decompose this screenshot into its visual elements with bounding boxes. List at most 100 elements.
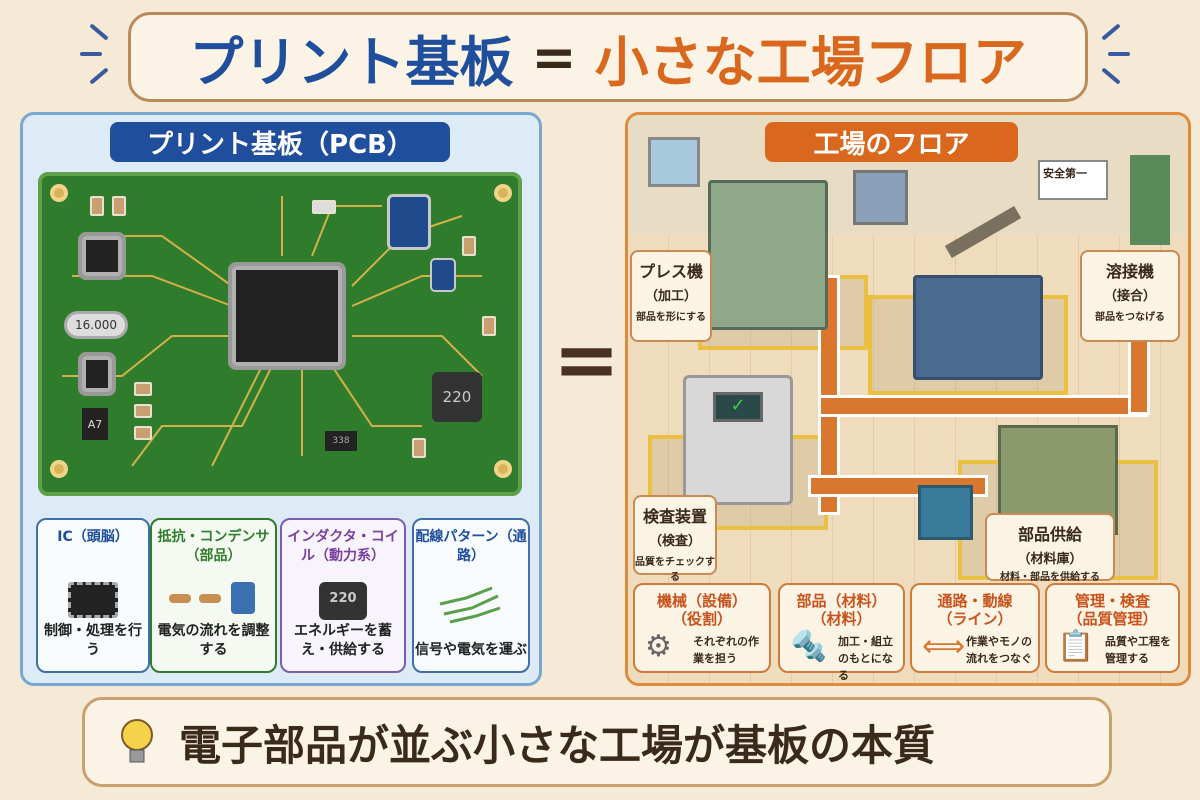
label-desc: 品質をチェックする [635,557,715,583]
bolt-icon: 🔩 [790,629,828,664]
card-desc: 信号や電気を運ぶ [415,642,527,659]
card-title: 抵抗・コンデンサ（部品） [157,529,270,564]
walkway [818,395,1148,417]
lightbulb-icon [121,719,153,763]
inspection-machine: ✓ [683,375,793,505]
main-ic-chip [232,266,342,366]
capacitor-large [387,194,431,250]
card-desc: 加工・組立のもとになる [838,635,893,683]
resistor-capacitor-icon [168,582,259,614]
card-title: 配線パターン（通路） [415,529,527,564]
card-machines: 機械（設備）（役割）⚙ それぞれの作業を担う [633,583,771,673]
conclusion-banner: 電子部品が並ぶ小さな工場が基板の本質 [82,697,1112,787]
welding-machine [913,275,1043,380]
card-title: IC（頭脳） [57,529,129,545]
card-desc: 品質や工程を管理する [1105,635,1171,666]
factory-header: 工場のフロア [765,122,1018,162]
card-sub: （品質管理） [1067,610,1158,629]
crystal-oscillator: 16.000 [64,311,128,339]
component [312,200,336,214]
label-sub: （材料庫） [1017,552,1083,567]
trace-pattern [62,196,483,467]
label-desc: 部品を形にする [635,312,707,323]
safety-sign: 安全第一 [1038,160,1108,200]
card-title: インダクタ・コイル（動力系） [287,529,399,564]
title-right: 小さな工場フロア [594,30,1027,94]
label-desc: 材料・部品を供給する [1000,572,1100,583]
trace-icon [439,586,501,624]
accent-mark [89,67,109,85]
card-parts: 部品（材料）（材料）🔩 加工・組立のもとになる [778,583,905,682]
card-desc: エネルギーを蓄え・供給する [294,622,392,659]
inductor: 220 [432,372,482,422]
pcb-header: プリント基板（PCB） [110,122,450,162]
mounting-hole [494,460,512,478]
parts-cart [918,485,973,540]
check-icon: ✓ [713,392,763,422]
accent-mark [1101,23,1121,41]
page-title: プリント基板 = 小さな工場フロア [128,12,1088,102]
card-ic: IC（頭脳） 制御・処理を行う [36,518,150,673]
label-title: 溶接機 [1105,262,1154,281]
clipboard-icon: 📋 [1057,629,1095,664]
accent-mark [1108,52,1130,56]
press-machine [708,180,828,330]
pcb-illustration: 16.000 A7 220 338 [38,172,522,496]
resistor [462,236,476,256]
card-wiring: 配線パターン（通路） 信号や電気を運ぶ [412,518,530,673]
card-title: 機械（設備） [656,592,747,610]
label-sub: （検査） [648,534,701,549]
resistor [90,196,104,216]
label-sub: （加工） [644,289,697,304]
resistor [134,404,152,418]
accent-mark [89,23,109,41]
mounting-hole [50,184,68,202]
double-arrow-icon: ⟺ [922,629,966,664]
resistor [134,382,152,396]
mounting-hole [50,460,68,478]
card-title: 通路・動線 [937,592,1013,610]
card-title: 管理・検査 [1074,592,1150,610]
title-left: プリント基板 [189,30,514,94]
card-resistor-capacitor: 抵抗・コンデンサ（部品） 電気の流れを調整する [150,518,277,673]
resistor [134,426,152,440]
ic-chip [82,356,112,392]
resistor [412,438,426,458]
label-press: プレス機 （加工） 部品を形にする [630,250,712,342]
card-management: 管理・検査（品質管理）📋 品質や工程を管理する [1045,583,1180,673]
label-title: 部品供給 [1017,525,1082,544]
card-desc: 制御・処理を行う [44,622,142,659]
accent-mark [1101,67,1121,85]
gear-icon: ⚙ [645,629,672,664]
accent-mark [80,52,102,56]
conclusion-text: 電子部品が並ぶ小さな工場が基板の本質 [179,720,936,770]
shelf [853,170,908,225]
label-desc: 部品をつなげる [1095,312,1165,323]
card-desc: それぞれの作業を担う [693,635,759,666]
card-desc: 電気の流れを調整する [157,622,270,659]
card-sub: （役割） [671,610,732,629]
label-welder: 溶接機 （接合） 部品をつなげる [1080,250,1180,342]
door [1130,155,1170,245]
card-inductor: インダクタ・コイル（動力系） 220 エネルギーを蓄え・供給する [280,518,406,673]
card-walkway: 通路・動線（ライン）⟺作業やモノの流れをつなぐ [910,583,1040,673]
card-desc: 作業やモノの流れをつなぐ [966,635,1032,666]
equals-sign: = [553,313,621,406]
resistor [112,196,126,216]
window [648,137,700,187]
label-title: 検査装置 [642,507,707,526]
label-title: プレス機 [638,262,703,281]
card-title: 部品（材料） [796,592,887,610]
ic-chip [82,236,122,276]
title-equals: = [531,25,577,89]
small-chip: A7 [82,408,108,440]
resistor [482,316,496,336]
card-sub: （材料） [811,610,872,629]
transistor: 338 [325,431,357,451]
card-sub: （ライン） [937,610,1013,629]
label-storage: 部品供給 （材料庫） 材料・部品を供給する [985,513,1115,583]
mounting-hole [494,184,512,202]
label-sub: （接合） [1103,289,1156,304]
label-inspection: 検査装置 （検査） 品質をチェックする [633,495,717,583]
ic-chip-icon [68,582,118,618]
